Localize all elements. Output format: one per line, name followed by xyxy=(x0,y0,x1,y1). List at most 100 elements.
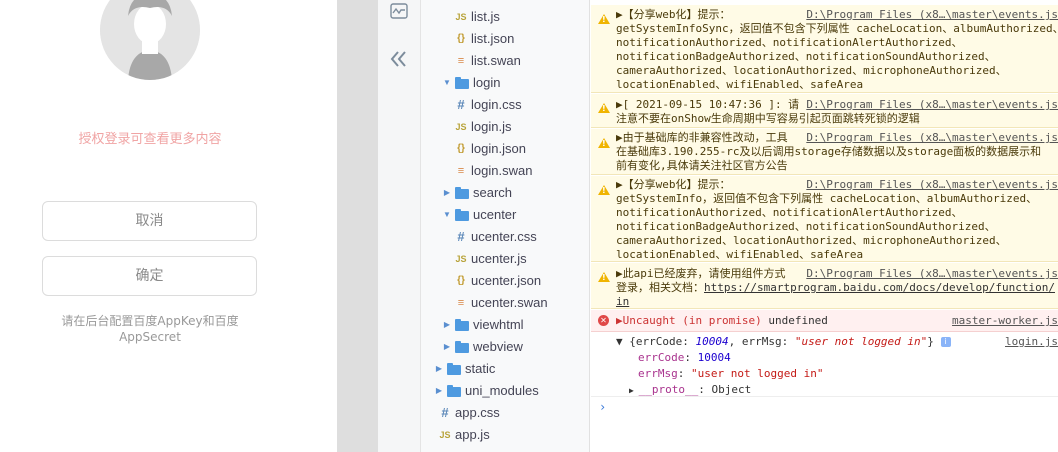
tree-item[interactable]: ≡ login.swan xyxy=(421,160,589,182)
source-link[interactable]: D:\Program Files (x8…\master\events.js xyxy=(800,131,1058,145)
docs-link[interactable]: in xyxy=(616,295,630,308)
tree-item[interactable]: ▶ uni_modules xyxy=(421,380,589,402)
cancel-button[interactable]: 取消 xyxy=(42,201,257,241)
collapse-icon[interactable] xyxy=(389,50,409,70)
console-error: ✕ ▶Uncaught (in promise) undefined maste… xyxy=(591,310,1058,332)
folder-icon xyxy=(455,319,469,331)
docs-link[interactable]: https://smartprogram.baidu.com/docs/deve… xyxy=(704,281,1055,294)
summary-msg: "user not logged in" xyxy=(794,335,928,348)
warning-icon xyxy=(598,103,610,113)
error-message[interactable]: ▶Uncaught (in promise) xyxy=(616,314,762,327)
tree-item[interactable]: ≡ list.swan xyxy=(421,50,589,72)
warning-icon xyxy=(598,138,610,148)
json-file-icon: {} xyxy=(457,143,465,154)
css-file-icon: # xyxy=(457,229,465,244)
console-prompt[interactable]: › xyxy=(599,400,607,414)
object-summary-prefix: ▼ {errCode: xyxy=(616,335,696,348)
object-property: errMsg: "user not logged in" xyxy=(638,367,824,380)
warning-text: 在基础库3.190.255-rc及以后调用storage存储数据以及storag… xyxy=(616,145,1042,158)
summary-mid: , errMsg: xyxy=(728,335,795,348)
swan-file-icon: ≡ xyxy=(457,55,465,67)
object-summary[interactable]: ▼ {errCode: 10004, errMsg: "user not log… xyxy=(616,335,951,349)
tree-item-label: app.css xyxy=(455,405,500,420)
swan-file-icon: ≡ xyxy=(457,297,465,309)
property-value: "user not logged in" xyxy=(691,367,824,380)
json-file-icon: {} xyxy=(457,275,465,286)
source-link[interactable]: D:\Program Files (x8…\master\events.js xyxy=(800,98,1058,112)
tree-item-label: app.js xyxy=(455,427,490,442)
swan-file-icon: ≡ xyxy=(457,165,465,177)
warning-text: in xyxy=(616,295,630,308)
tree-item-label: viewhtml xyxy=(473,317,524,332)
folder-icon xyxy=(447,385,461,397)
chart-icon[interactable] xyxy=(389,3,409,23)
tree-item[interactable]: #ucenter.css xyxy=(421,226,589,248)
tree-item-label: login.swan xyxy=(471,163,533,178)
warning-text: cameraAuthorized、locationAuthorized、micr… xyxy=(616,64,1007,77)
folder-icon xyxy=(447,363,461,375)
js-file-icon: JS xyxy=(439,430,451,440)
source-link[interactable]: D:\Program Files (x8…\master\events.js xyxy=(800,8,1058,22)
warning-icon xyxy=(598,14,610,24)
tree-item-label: login xyxy=(473,75,501,90)
tree-item[interactable]: # app.css xyxy=(421,402,589,424)
css-file-icon: # xyxy=(441,405,449,420)
json-file-icon: {} xyxy=(457,33,465,44)
tree-item[interactable]: ▼ucenter xyxy=(421,204,589,226)
simulator-divider xyxy=(337,0,378,452)
warning-text: getSystemInfo，返回值不包含下列属性 cacheLocation、a… xyxy=(616,192,1038,205)
chevron-right-icon[interactable]: ▶ xyxy=(435,364,443,373)
tree-item[interactable]: {}login.json xyxy=(421,138,589,160)
tree-item[interactable]: {}ucenter.json xyxy=(421,270,589,292)
warning-text: notificationAuthorized、notificationAlert… xyxy=(616,36,963,49)
warning-text: notificationAuthorized、notificationAlert… xyxy=(616,206,963,219)
source-link[interactable]: D:\Program Files (x8…\master\events.js xyxy=(800,178,1058,192)
chevron-right-icon[interactable]: ▶ xyxy=(443,188,451,197)
folder-icon xyxy=(455,341,469,353)
tree-item[interactable]: ▶ viewhtml xyxy=(421,314,589,336)
warning-text: locationEnabled、wifiEnabled、safeArea xyxy=(616,78,864,91)
tree-item[interactable]: ▶search xyxy=(421,182,589,204)
simulator-pane: 授权登录可查看更多内容 取消 确定 请在后台配置百度AppKey和百度AppSe… xyxy=(0,0,337,452)
chevron-down-icon[interactable]: ▼ xyxy=(443,210,451,219)
warning-text: notificationBadgeAuthorized、notification… xyxy=(616,220,996,233)
warning-text: ▶[ 2021-09-15 10:47:36 ]: 请 xyxy=(616,98,800,111)
warning-icon xyxy=(598,272,610,282)
activity-bar xyxy=(378,0,421,452)
property-key: errMsg xyxy=(638,367,678,380)
tree-item[interactable]: JS app.js xyxy=(421,424,589,446)
tree-item[interactable]: #login.css xyxy=(421,94,589,116)
warning-icon xyxy=(598,185,610,195)
folder-open-icon xyxy=(455,209,469,221)
source-link[interactable]: login.js xyxy=(1005,335,1058,348)
tree-item[interactable]: ≡ucenter.swan xyxy=(421,292,589,314)
chevron-down-icon[interactable]: ▼ xyxy=(443,78,451,87)
tree-item-label: list.swan xyxy=(471,53,521,68)
source-link[interactable]: D:\Program Files (x8…\master\events.js xyxy=(800,267,1058,281)
js-file-icon: JS xyxy=(455,12,467,22)
confirm-button[interactable]: 确定 xyxy=(42,256,257,296)
warning-text: 注意不要在onShow生命周期中写容易引起页面跳转死锁的逻辑 xyxy=(616,112,920,125)
config-note: 请在后台配置百度AppKey和百度AppSecret xyxy=(61,314,239,344)
property-key: __proto__ xyxy=(638,383,699,396)
warning-text: ▶【分享web化】提示： xyxy=(616,178,731,191)
source-link[interactable]: master-worker.js xyxy=(946,314,1058,328)
tree-item[interactable]: ▶webview xyxy=(421,336,589,358)
tree-item[interactable]: {}list.json xyxy=(421,28,589,50)
chevron-right-icon[interactable]: ▶ xyxy=(443,342,451,351)
chevron-right-icon[interactable]: ▶ xyxy=(443,320,451,329)
warning-text: getSystemInfoSync，返回值不包含下列属性 cacheLocati… xyxy=(616,22,1058,35)
js-file-icon: JS xyxy=(455,254,467,264)
chevron-right-icon[interactable]: ▶ xyxy=(435,386,443,395)
object-property[interactable]: ▶ __proto__: Object xyxy=(629,383,752,396)
object-property: errCode: 10004 xyxy=(638,351,731,364)
tree-item-label: uni_modules xyxy=(465,383,539,398)
tree-item-label: login.js xyxy=(471,119,512,134)
tree-item[interactable]: ▶static xyxy=(421,358,589,380)
tree-item[interactable]: ▼ login xyxy=(421,72,589,94)
property-value: 10004 xyxy=(697,351,731,364)
